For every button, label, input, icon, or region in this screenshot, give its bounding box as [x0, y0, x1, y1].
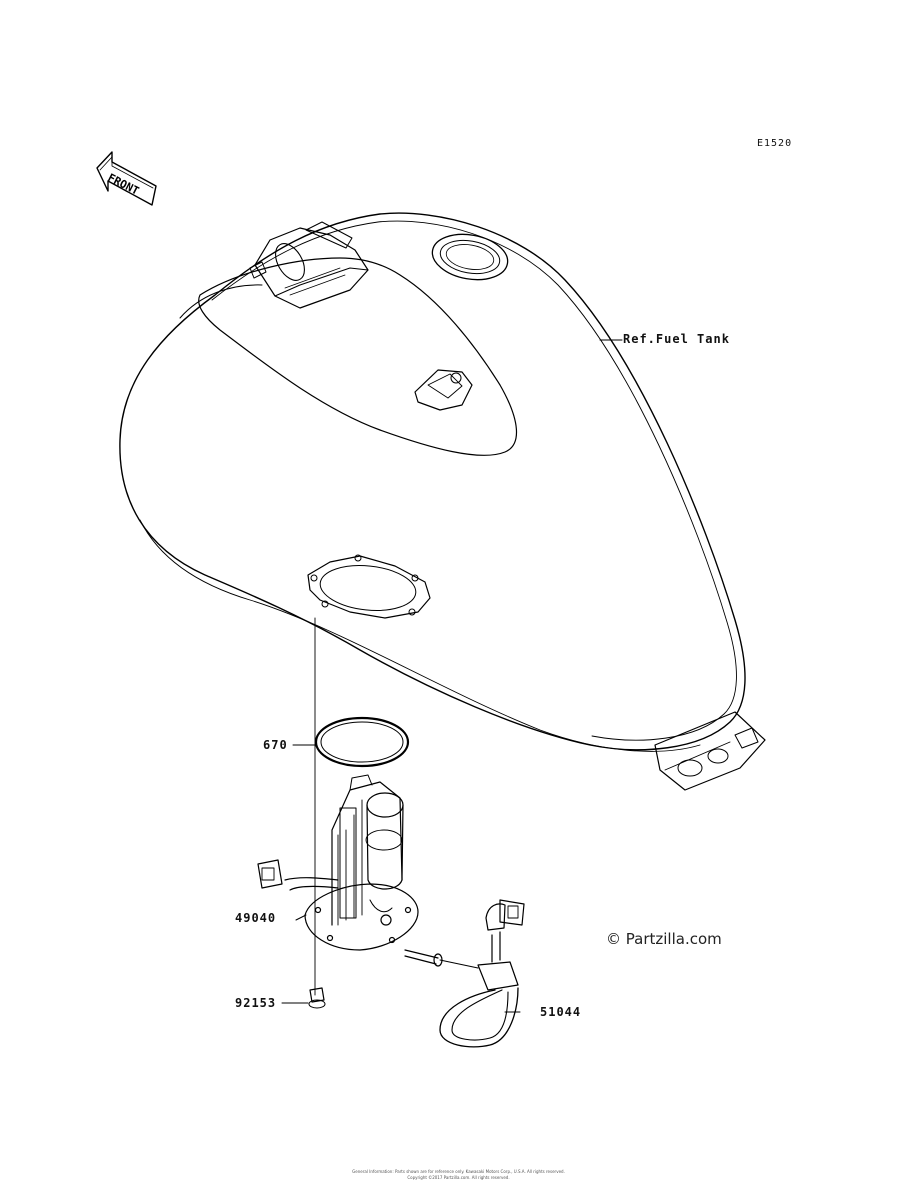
o-ring-670: [314, 716, 410, 768]
part-number-92153[interactable]: 92153: [235, 996, 277, 1010]
footer-line-1: General Information: Parts shown are for…: [352, 1169, 565, 1174]
diagram-code: E1520: [757, 138, 793, 149]
footer-line-2: Copyright ©2017 Partzilla.com. All right…: [407, 1175, 510, 1180]
bolt-92153: [308, 987, 326, 1009]
hose-assy-51044: [439, 899, 525, 1048]
ref-fuel-tank-label: Ref.Fuel Tank: [623, 332, 730, 346]
fuel-tank: [119, 212, 766, 791]
part-number-49040[interactable]: 49040: [235, 911, 277, 925]
front-arrow-icon: FRONT: [96, 151, 157, 206]
fuel-pump-49040: [257, 774, 443, 967]
watermark: © Partzilla.com: [606, 930, 722, 948]
part-number-670[interactable]: 670: [263, 738, 288, 752]
part-number-51044[interactable]: 51044: [540, 1005, 582, 1019]
